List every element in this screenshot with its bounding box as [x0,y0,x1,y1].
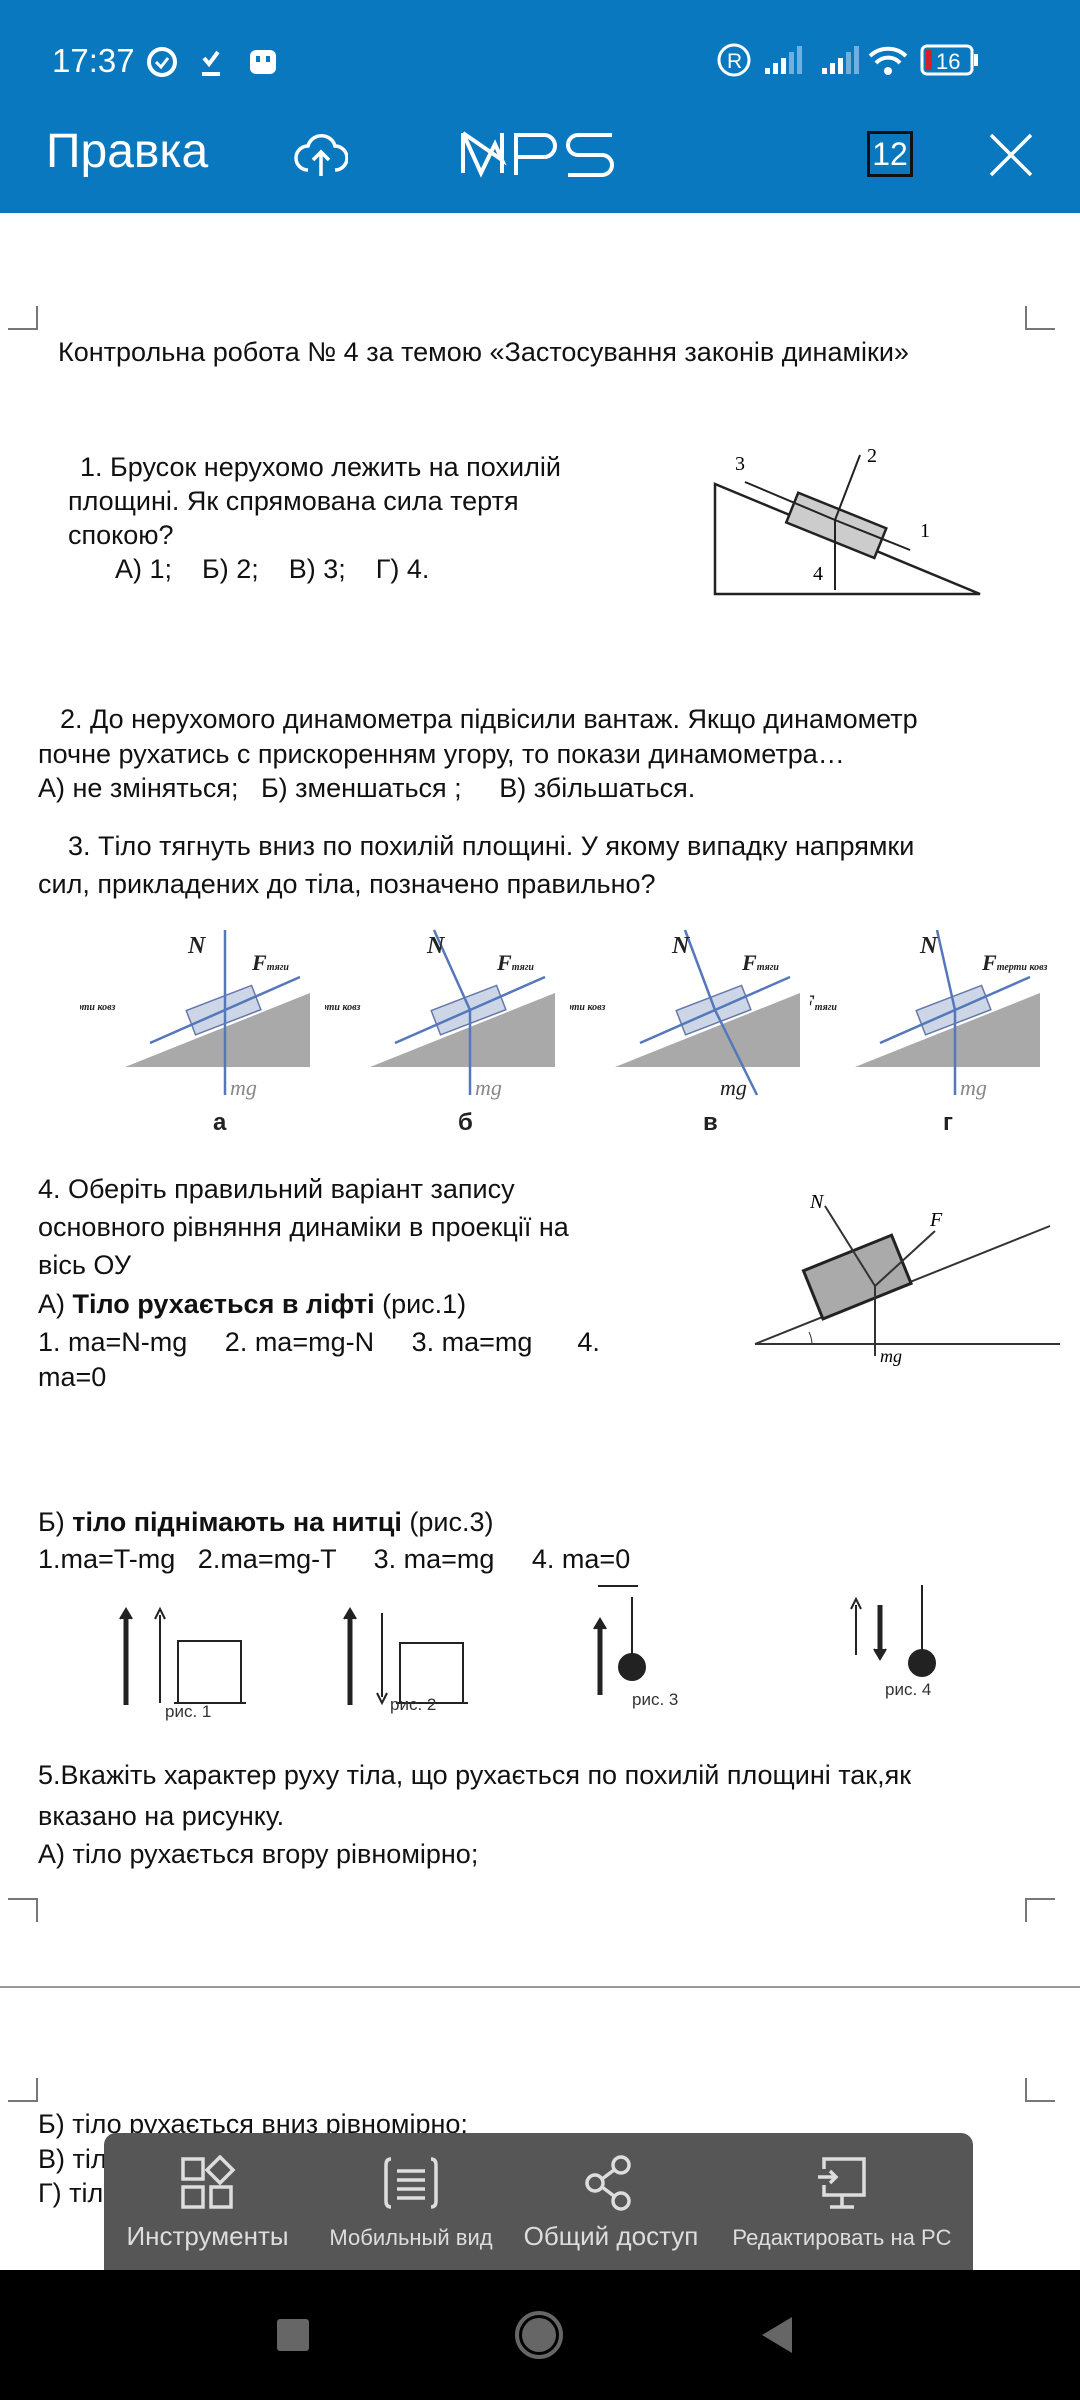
svg-text:Fтяги: Fтяги [496,950,534,975]
q3-figures: N mg Fтяги Fтерти ковз а N mg Fтяги Fтер… [80,925,1060,1135]
svg-text:F: F [929,1209,943,1231]
svg-text:Fтяги: Fтяги [251,950,289,975]
q1-answers: А) 1; Б) 2; В) 3; Г) 4. [115,554,430,584]
svg-text:N: N [671,933,691,959]
svg-text:4: 4 [813,563,823,585]
status-time: 17:37 [52,42,135,79]
page2-text: Г) тіл [38,2178,104,2208]
svg-text:2: 2 [867,445,877,467]
page-corner-mark [8,2078,38,2102]
tools-button[interactable]: Инструменты [104,2133,311,2270]
svg-text:г: г [943,1109,953,1135]
share-icon [585,2155,631,2211]
q4-text: вісь ОУ [38,1250,131,1280]
q4-pictures [119,1585,936,1706]
svg-text:Fтяги: Fтяги [810,990,837,1015]
svg-text:3: 3 [735,453,745,475]
status-notification-icons [147,47,276,77]
picture-caption: рис. 1 [165,1702,212,1721]
page2-text: В) тіл [38,2144,107,2174]
q1-text: 1. Брусок нерухомо лежить на похилій [80,452,561,482]
svg-text:N: N [187,933,207,959]
q3-figure-б: N mg Fтяги Fтерти ковз б [325,929,555,1135]
q4-part-b: Б) тіло піднімають на нитці (рис.3) [38,1507,494,1537]
tools-icon [180,2155,235,2209]
svg-text:б: б [458,1109,473,1135]
svg-text:Fтерти ковз: Fтерти ковз [80,990,116,1015]
svg-text:N: N [809,1191,825,1213]
picture-caption: рис. 3 [632,1690,679,1709]
q2-text: почне рухатись с прискоренням угору, то … [38,739,845,769]
q4-text: основного рівняння динаміки в проекції н… [38,1212,569,1242]
picture-caption: рис. 4 [885,1680,932,1699]
q5-text: 5.Вкажіть характер руху тіла, що рухаєть… [38,1760,912,1790]
q3-figure-в: N mg Fтяги Fтерти ковз в [570,929,800,1135]
svg-text:mg: mg [230,1075,257,1100]
q1-text: площині. Як спрямована сила тертя [68,486,519,516]
page-corner-mark [1025,1898,1055,1922]
cloud-upload-icon[interactable] [294,126,348,180]
mobile-view-icon [384,2157,438,2209]
q2-text: 2. До нерухомого динамометра підвісили в… [60,704,918,734]
svg-text:в: в [703,1109,718,1135]
q1-text: спокою? [68,520,174,550]
wps-logo [461,131,614,178]
q4-incline-figure: N F mg [754,1191,1060,1366]
svg-text:Fтерти ковз: Fтерти ковз [981,950,1048,975]
q4-a-options: ma=0 [38,1362,107,1392]
svg-text:16: 16 [936,49,960,74]
mobile-view-button[interactable]: Мобильный вид [311,2133,511,2270]
svg-text:mg: mg [720,1075,747,1100]
svg-text:Fтяги: Fтяги [741,950,779,975]
close-icon[interactable] [988,132,1034,178]
q4-a-options: 1. ma=N-mg 2. ma=mg-N 3. ma=mg 4. [38,1327,600,1357]
svg-text:1: 1 [920,520,930,542]
android-nav-bar [0,2270,1080,2400]
edit-on-pc-icon [818,2157,866,2209]
q5-text: вказано на рисунку. [38,1801,285,1831]
q5-text: А) тіло рухається вгору рівномірно; [38,1839,479,1869]
svg-text:mg: mg [960,1075,987,1100]
edit-button[interactable]: Правка [46,125,209,178]
recent-apps-button[interactable] [277,2319,309,2351]
back-button[interactable] [758,2315,794,2355]
page-corner-mark [1025,2078,1055,2102]
q2-answers: А) не зміняться; Б) зменшаться ; В) збіл… [38,773,696,803]
svg-text:Fтерти ковз: Fтерти ковз [325,990,361,1015]
page-count-button[interactable]: 12 [867,131,913,177]
page-corner-mark [1025,306,1055,330]
page-corner-mark [8,1898,38,1922]
q3-text: сил, прикладених до тіла, позначено прав… [38,869,656,899]
svg-text:R: R [727,50,742,73]
app-header: 17:37 R 16 Правка 12 [0,0,1080,213]
q4-part-a: А) Тіло рухається в ліфті (рис.1) [38,1289,467,1319]
picture-caption: рис. 2 [390,1695,437,1714]
home-button[interactable] [515,2311,563,2359]
svg-text:Fтерти ковз: Fтерти ковз [570,990,606,1015]
svg-text:mg: mg [880,1346,902,1366]
q1-incline-figure: 2 1 3 4 [713,445,981,596]
q3-text: 3. Тіло тягнуть вниз по похилій площині.… [68,831,915,861]
q4-text: 4. Оберіть правильний варіант запису [38,1174,515,1204]
svg-text:N: N [426,933,446,959]
status-system-icons: R 16 [717,43,978,77]
page-corner-mark [8,306,38,330]
q4-b-options: 1.ma=T-mg 2.ma=mg-T 3. ma=mg 4. ma=0 [38,1544,631,1574]
page-separator [0,1986,1080,1988]
q3-figure-а: N mg Fтяги Fтерти ковз а [80,930,310,1135]
share-button[interactable]: Общий доступ [511,2133,711,2270]
svg-text:а: а [213,1109,227,1135]
document-title: Контрольна робота № 4 за темою «Застосув… [58,337,909,367]
bottom-toolbar: Инструменты Мобильный вид Общий доступ Р… [104,2133,973,2270]
q3-figure-г: N mg Fтерти ковз Fтяги г [810,929,1048,1135]
edit-on-pc-button[interactable]: Редактировать на PC [711,2133,973,2270]
svg-text:mg: mg [475,1075,502,1100]
svg-text:N: N [919,933,939,959]
